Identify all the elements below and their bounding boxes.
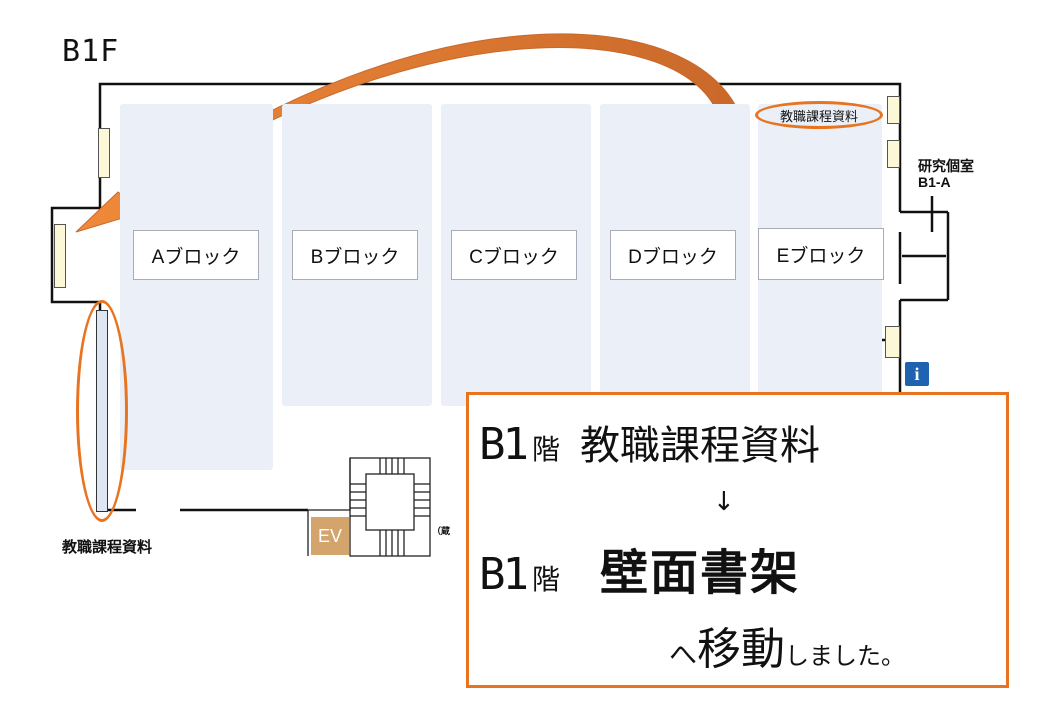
notice-move-tail: しました。	[785, 642, 906, 670]
notice-new-name: 壁面書架	[600, 545, 801, 601]
notice-floor-prefix-old: B1	[479, 419, 529, 470]
elevator-sign: EV	[311, 517, 349, 555]
floor-label: B1F	[62, 34, 120, 69]
block-sign-c: Cブロック	[451, 230, 577, 280]
stairwell	[307, 457, 431, 557]
study-room-label: 研究個室 B1-A	[918, 158, 974, 190]
wall-shelf-right-3	[885, 326, 900, 358]
study-room-number: B1-A	[918, 174, 951, 190]
notice-floor-prefix-new: B1	[479, 549, 529, 600]
study-room-name: 研究個室	[918, 158, 974, 174]
block-sign-b: Bブロック	[292, 230, 418, 280]
down-arrow-icon: ↓	[713, 487, 735, 517]
stairs-note: （蔵	[432, 526, 451, 536]
notice-arrow: ↓	[713, 487, 735, 517]
block-sign-d: Dブロック	[610, 230, 736, 280]
notice-move-main: 移動	[697, 624, 786, 675]
curved-arrow	[75, 33, 743, 233]
old-location-label: 教職課程資料	[755, 101, 883, 129]
new-location-label: 教職課程資料	[62, 539, 153, 556]
wall-shelf-right-1	[887, 96, 900, 124]
block-sign-e: Eブロック	[758, 228, 884, 280]
notice-old-name: 教職課程資料	[580, 423, 820, 469]
notice-floor-suffix-old: 階	[531, 433, 560, 466]
notice-move-he: へ	[669, 638, 698, 671]
wall-shelf-left-upper	[98, 128, 110, 178]
wall-shelf-right-2	[887, 140, 900, 168]
block-area-a	[120, 104, 273, 470]
notice-floor-suffix-new: 階	[531, 563, 560, 596]
information-icon: i	[905, 362, 929, 386]
block-sign-a: Aブロック	[133, 230, 259, 280]
new-location-highlight	[76, 300, 128, 522]
notice-line-moved: へ移動しました。	[669, 613, 905, 677]
wall-shelf-alcove	[54, 224, 66, 288]
